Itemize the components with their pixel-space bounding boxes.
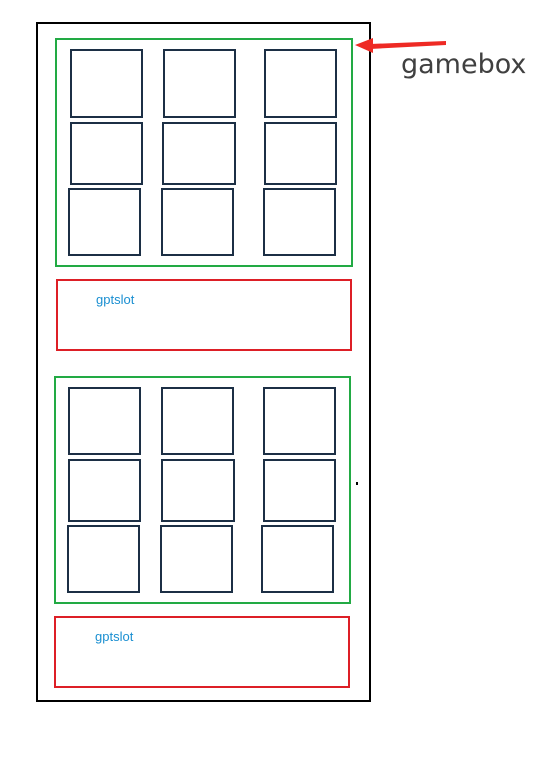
page-frame xyxy=(36,22,371,702)
gamebox-frame-1 xyxy=(55,38,353,267)
tile-grid-2 xyxy=(67,387,336,593)
game-tile[interactable] xyxy=(68,387,141,455)
game-tile[interactable] xyxy=(68,188,141,256)
game-tile[interactable] xyxy=(161,188,234,256)
stray-mark xyxy=(356,482,358,485)
gamebox-annotation-label: gamebox xyxy=(401,49,527,80)
game-tile[interactable] xyxy=(160,525,233,593)
game-tile[interactable] xyxy=(163,49,236,118)
game-tile[interactable] xyxy=(70,122,143,185)
game-tile[interactable] xyxy=(263,188,336,256)
game-tile[interactable] xyxy=(70,49,143,118)
game-tile[interactable] xyxy=(264,49,337,118)
tile-grid-1 xyxy=(68,49,337,256)
gptslot-label-1: gptslot xyxy=(96,292,135,307)
game-tile[interactable] xyxy=(162,122,236,185)
game-tile[interactable] xyxy=(261,525,334,593)
arrow-head xyxy=(355,38,373,53)
game-tile[interactable] xyxy=(263,459,336,522)
gptslot-frame-2 xyxy=(54,616,350,688)
game-tile[interactable] xyxy=(67,525,140,593)
gamebox-frame-2 xyxy=(54,376,351,604)
game-tile[interactable] xyxy=(68,459,141,522)
game-tile[interactable] xyxy=(161,459,235,522)
annotation-arrow xyxy=(355,38,446,53)
game-tile[interactable] xyxy=(161,387,234,455)
gptslot-frame-1 xyxy=(56,279,352,351)
game-tile[interactable] xyxy=(263,387,336,455)
arrow-shaft xyxy=(370,41,446,49)
game-tile[interactable] xyxy=(264,122,337,185)
gptslot-label-2: gptslot xyxy=(95,629,134,644)
